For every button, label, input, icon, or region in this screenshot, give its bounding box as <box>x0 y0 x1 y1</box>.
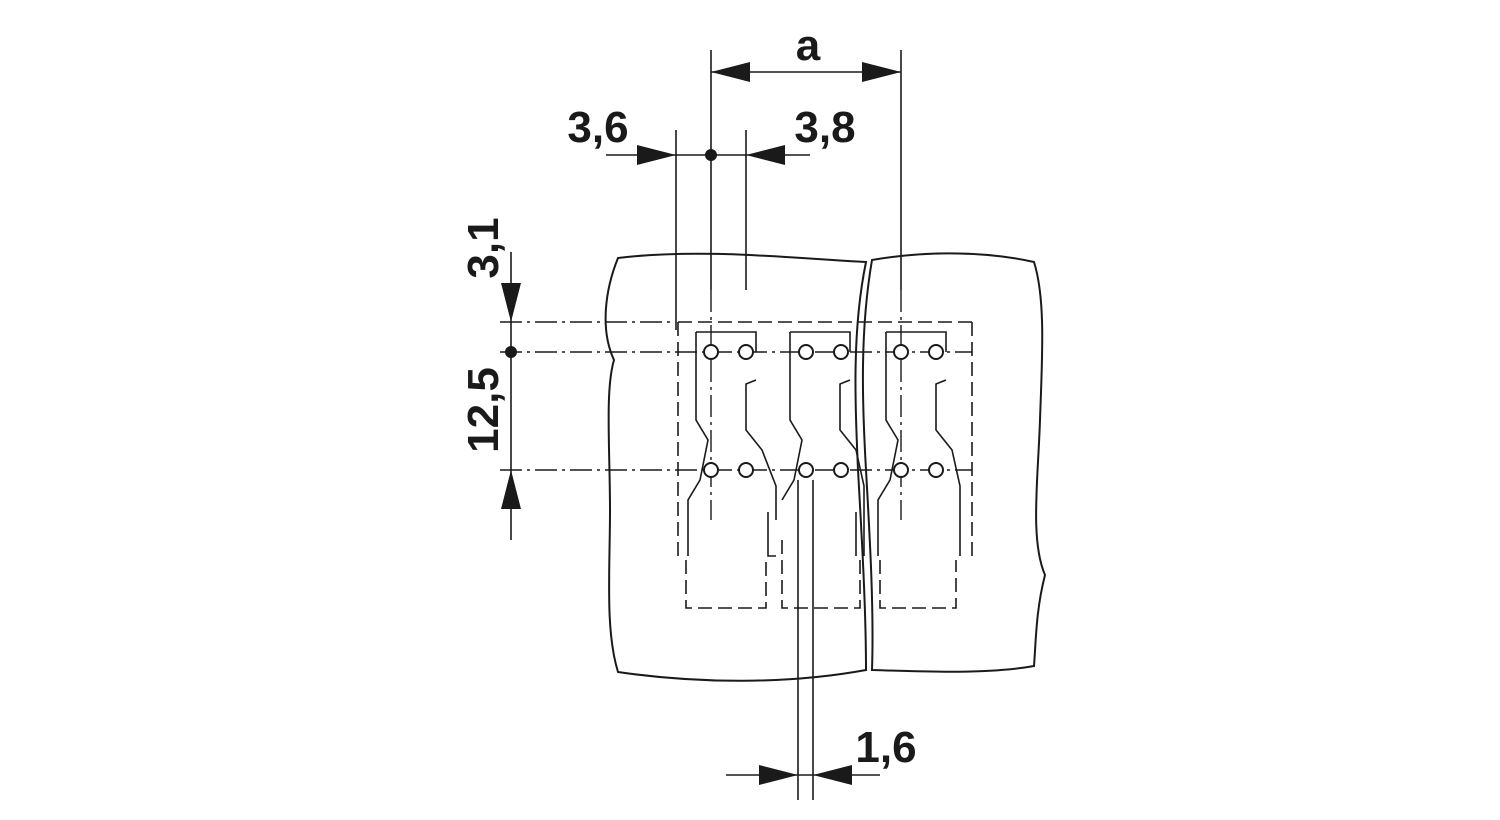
pin-holes <box>703 344 944 478</box>
dimension-vertical: 3,1 12,5 <box>459 217 521 540</box>
dimension-offset-right-label: 3,8 <box>794 103 855 152</box>
hole <box>798 462 814 478</box>
hole <box>893 462 909 478</box>
hole <box>703 344 719 360</box>
pcb-board-left <box>604 252 868 682</box>
center-lines <box>500 290 972 520</box>
dimension-top-offset-label: 3,1 <box>459 217 508 278</box>
hole <box>738 462 754 478</box>
dimension-offset-left-label: 3,6 <box>567 103 628 152</box>
dimension-row-spacing-label: 12,5 <box>459 367 508 453</box>
hole <box>798 344 814 360</box>
hole <box>893 344 909 360</box>
dimension-pitch: a <box>711 21 901 82</box>
dimension-slot-width-label: 1,6 <box>855 723 916 772</box>
extension-lines-top <box>675 50 902 330</box>
hole <box>928 344 944 360</box>
hole <box>738 344 754 360</box>
hole <box>833 462 849 478</box>
pcb-board-right <box>861 252 1047 673</box>
hole <box>703 462 719 478</box>
dimension-offsets: 3,6 3,8 <box>567 103 856 165</box>
hole <box>833 344 849 360</box>
dimension-slot: 1,6 <box>726 480 917 800</box>
terminal-outline <box>677 321 973 609</box>
dimension-pitch-label: a <box>796 21 821 70</box>
hole <box>928 462 944 478</box>
contact-springs <box>687 331 961 557</box>
